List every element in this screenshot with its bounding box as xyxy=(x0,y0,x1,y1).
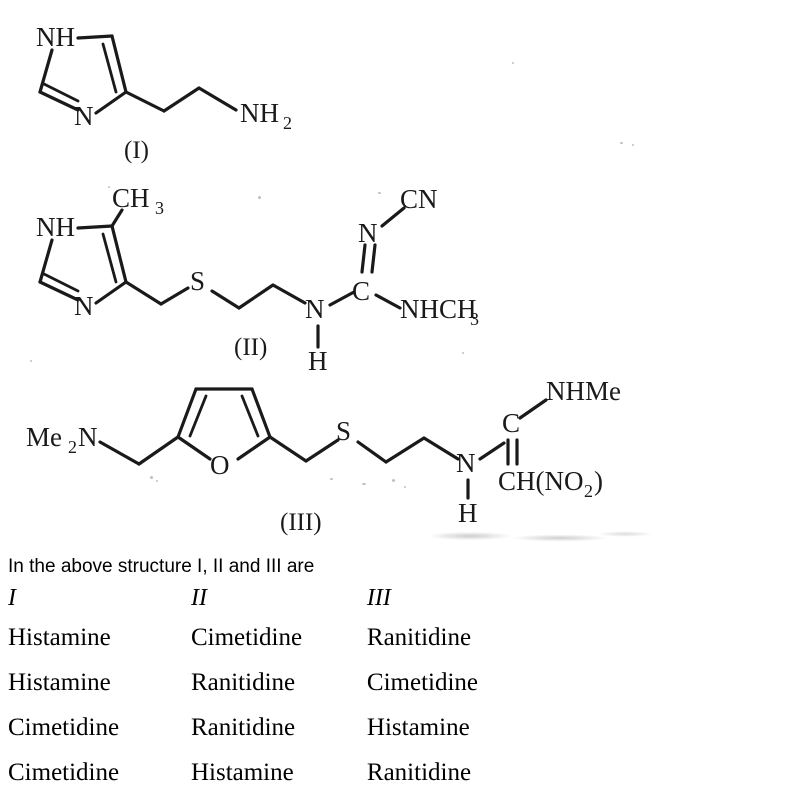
atom-label-methylamino: NHCH xyxy=(400,294,477,324)
atom-label-chain-n-iii: N xyxy=(456,448,476,478)
option-cell[interactable]: Ranitidine xyxy=(366,624,472,651)
atom-label-central-c-iii: C xyxy=(502,408,520,438)
structure-i-histamine: NH N NH 2 (I) xyxy=(36,22,292,164)
atom-label-amine: NH xyxy=(240,98,279,128)
atom-label-chain-nh-h: H xyxy=(308,346,328,376)
atom-label-ring-n: N xyxy=(74,101,94,131)
option-cell[interactable]: Histamine xyxy=(8,669,111,696)
column-header-iii: III xyxy=(366,585,391,611)
atom-label-dimethylamino-n: N xyxy=(78,422,98,452)
options-table-head: I II III xyxy=(8,582,568,615)
atom-label-ring-nh: NH xyxy=(36,22,75,52)
atom-label-imine-n: N xyxy=(358,218,378,248)
option-cell[interactable]: Ranitidine xyxy=(190,669,296,696)
answer-options-table: I II III Histamine Cimetidine Ranitidine… xyxy=(8,582,568,795)
structure-caption-1: (I) xyxy=(124,137,149,164)
atom-label-methyl-subscript: 3 xyxy=(155,198,164,218)
atom-label-nitro-group: CH(NO xyxy=(498,466,584,496)
table-row[interactable]: Histamine Cimetidine Ranitidine xyxy=(8,615,568,660)
structure-caption-3: (III) xyxy=(280,509,322,536)
structure-caption-2: (II) xyxy=(234,334,267,361)
option-cell[interactable]: Histamine xyxy=(190,759,294,786)
options-header-row: I II III xyxy=(8,582,568,615)
option-cell[interactable]: Histamine xyxy=(8,624,111,651)
table-row[interactable]: Cimetidine Histamine Ranitidine xyxy=(8,750,568,795)
atom-label-sulfur: S xyxy=(190,266,205,296)
options-table-body: Histamine Cimetidine Ranitidine Histamin… xyxy=(8,615,568,795)
atom-label-furan-oxygen: O xyxy=(210,450,230,480)
column-header-ii: II xyxy=(190,585,207,611)
question-prompt: In the above structure I, II and III are xyxy=(8,556,315,577)
atom-label-chain-n: N xyxy=(305,294,325,324)
option-cell[interactable]: Cimetidine xyxy=(366,669,479,696)
option-cell[interactable]: Cimetidine xyxy=(8,759,120,786)
atom-label-central-c: C xyxy=(352,276,370,306)
option-cell[interactable]: Histamine xyxy=(366,714,470,741)
atom-label-nitrile: CN xyxy=(400,184,438,214)
structures-svg: .bond { stroke:#1a1a1a; stroke-width:3.2… xyxy=(26,22,621,536)
option-cell[interactable]: Cimetidine xyxy=(8,714,120,741)
chemical-structures-figure: .bond { stroke:#1a1a1a; stroke-width:3.2… xyxy=(26,22,660,546)
atom-label-ring-n-ii: N xyxy=(74,291,94,321)
option-cell[interactable]: Ranitidine xyxy=(366,759,472,786)
atom-label-chain-nh-h-iii: H xyxy=(458,498,478,528)
atom-label-ring-nh-ii: NH xyxy=(36,212,75,242)
atom-label-dimethylamino: Me xyxy=(26,422,62,452)
option-cell[interactable]: Cimetidine xyxy=(190,624,303,651)
table-row[interactable]: Histamine Ranitidine Cimetidine xyxy=(8,660,568,705)
column-header-i: I xyxy=(8,585,16,611)
structure-ii-cimetidine: NH N CH 3 S N H xyxy=(36,183,479,376)
atom-label-methyl: CH xyxy=(112,183,150,213)
atom-label-methylamino-subscript: 3 xyxy=(470,309,479,329)
atom-label-dimethylamino-subscript: 2 xyxy=(68,437,77,457)
atom-label-nitro-close-paren: ) xyxy=(594,466,603,496)
atom-label-amine-subscript: 2 xyxy=(283,113,292,133)
atom-label-nitro-subscript: 2 xyxy=(584,481,593,501)
option-cell[interactable]: Ranitidine xyxy=(190,714,296,741)
atom-label-sulfur-iii: S xyxy=(336,416,351,446)
table-row[interactable]: Cimetidine Ranitidine Histamine xyxy=(8,705,568,750)
structure-iii-ranitidine: Me 2 N O S xyxy=(26,376,621,536)
atom-label-methylamino-iii: NHMe xyxy=(546,376,621,406)
